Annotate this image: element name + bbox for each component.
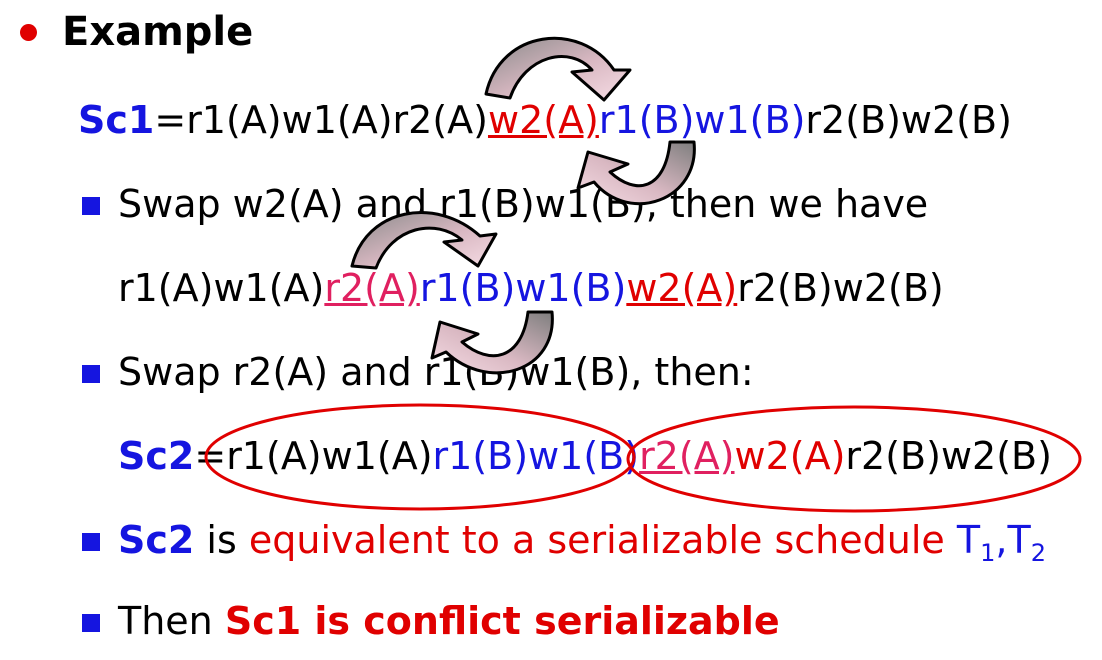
step1-suffix: r2(B)w2(B) bbox=[737, 266, 944, 310]
sc2-line: Sc2=r1(A)w1(A)r1(B)w1(B)r2(A)w2(A)r2(B)w… bbox=[118, 434, 1052, 478]
slide-heading: Example bbox=[62, 9, 254, 55]
equals-sign: = bbox=[154, 98, 187, 142]
statement1-verb: is bbox=[194, 518, 249, 562]
sc1-line: Sc1=r1(A)w1(A)r2(A)w2(A)r1(B)w1(B)r2(B)w… bbox=[78, 98, 1012, 142]
curved-swap-arrow-icon bbox=[484, 36, 632, 102]
sc1-w1b: w1(B) bbox=[694, 98, 806, 142]
sc2-w2a: w2(A) bbox=[734, 434, 846, 478]
blue-square-bullet-icon bbox=[82, 365, 100, 383]
sc1-label: Sc1 bbox=[78, 98, 155, 142]
sc1-prefix: r1(A)w1(A)r2(A) bbox=[186, 98, 488, 142]
statement1-line: Sc2 is equivalent to a serializable sche… bbox=[118, 518, 1046, 567]
sc2-w1b: w1(B) bbox=[528, 434, 640, 478]
equals-sign: = bbox=[194, 434, 227, 478]
t1-symbol: T1 bbox=[956, 518, 996, 567]
step1-r1b: r1(B) bbox=[419, 266, 516, 310]
red-ellipse-icon bbox=[626, 405, 1082, 513]
statement2-line: Then Sc1 is conflict serializable bbox=[118, 599, 780, 643]
step1-w1b: w1(B) bbox=[515, 266, 627, 310]
sc2-suffix: r2(B)w2(B) bbox=[845, 434, 1052, 478]
curved-swap-arrow-icon bbox=[576, 140, 696, 206]
statement2-then: Then bbox=[118, 599, 225, 643]
curved-swap-arrow-icon bbox=[430, 310, 554, 375]
t2-symbol: T2 bbox=[1007, 518, 1046, 567]
statement1-phrase: equivalent to a serializable schedule bbox=[248, 518, 957, 562]
blue-square-bullet-icon bbox=[82, 614, 100, 632]
sc1-r1b: r1(B) bbox=[598, 98, 695, 142]
sc1-w2a: w2(A) bbox=[487, 98, 599, 142]
step1-text: Swap w2(A) and r1(B)w1(B), then we have bbox=[118, 182, 929, 226]
step1-w2a: w2(A) bbox=[626, 266, 738, 310]
sc2-label: Sc2 bbox=[118, 434, 195, 478]
blue-square-bullet-icon bbox=[82, 197, 100, 215]
sc1-suffix: r2(B)w2(B) bbox=[805, 98, 1012, 142]
red-ellipse-icon bbox=[204, 403, 636, 511]
sc2-r1b: r1(B) bbox=[432, 434, 529, 478]
step1-prefix: r1(A)w1(A) bbox=[118, 266, 325, 310]
statement2-conclusion: Sc1 is conflict serializable bbox=[224, 599, 780, 643]
red-bullet-dot-icon bbox=[20, 24, 37, 41]
statement1-subject: Sc2 bbox=[118, 518, 195, 562]
curved-swap-arrow-icon bbox=[350, 211, 498, 270]
blue-square-bullet-icon bbox=[82, 533, 100, 551]
step1-r2a: r2(A) bbox=[324, 266, 420, 310]
sc2-r2a: r2(A) bbox=[639, 434, 735, 478]
comma: , bbox=[995, 518, 1008, 562]
step1-result-line: r1(A)w1(A)r2(A)r1(B)w1(B)w2(A)r2(B)w2(B) bbox=[118, 266, 944, 310]
sc2-prefix: r1(A)w1(A) bbox=[226, 434, 433, 478]
